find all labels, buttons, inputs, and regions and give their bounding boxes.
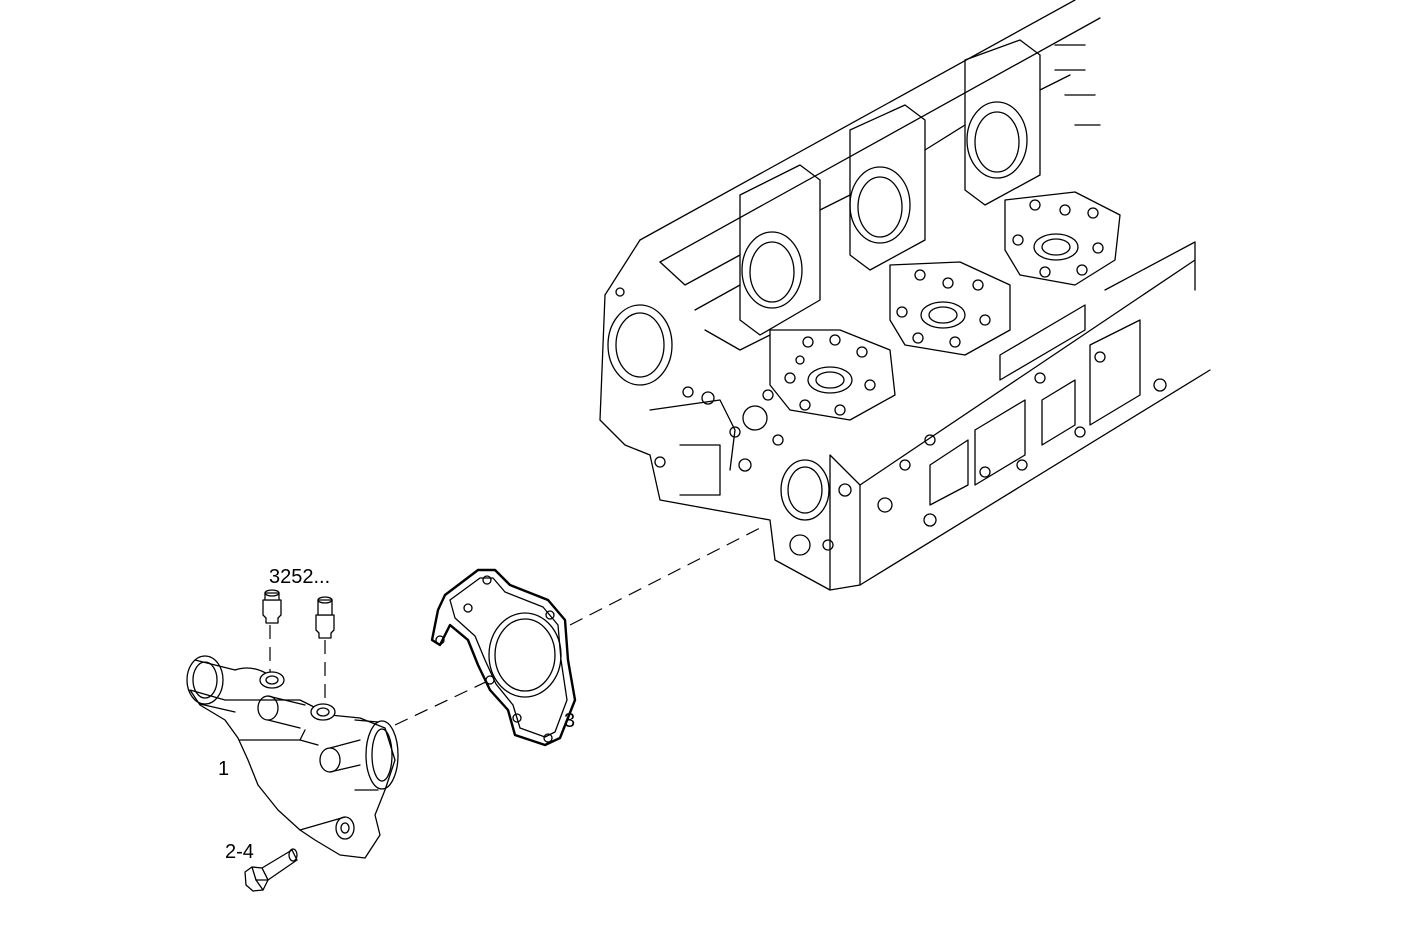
gasket <box>430 568 577 747</box>
outlet-housing <box>186 655 399 859</box>
callout-part-1: 1 <box>218 758 229 780</box>
temperature-sensor-right <box>315 596 335 639</box>
cylinder-1-boss <box>739 164 896 421</box>
cylinder-2-boss <box>849 104 1011 356</box>
bolt <box>244 848 298 892</box>
cylinder-3-boss <box>964 39 1121 286</box>
callout-part-3: 3 <box>564 710 575 732</box>
assembly-lines <box>269 527 761 726</box>
callout-3252: 3252... <box>269 566 330 588</box>
temperature-sensor-left <box>262 589 282 624</box>
cylinder-head <box>599 0 1211 591</box>
callout-part-2-4: 2-4 <box>225 841 254 863</box>
